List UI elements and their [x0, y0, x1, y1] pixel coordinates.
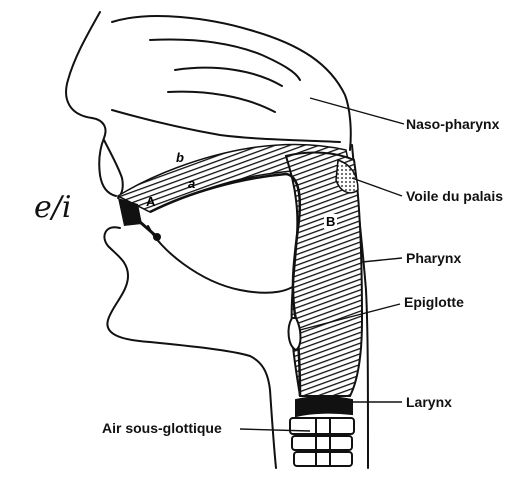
- nasal-turbinate-3: [168, 92, 275, 112]
- nose-outline: [66, 12, 116, 196]
- label-voile-du-palais: Voile du palais: [406, 188, 503, 204]
- label-larynx: Larynx: [406, 394, 452, 410]
- nasal-turbinate-1: [150, 40, 300, 80]
- tongue-tip-end: [153, 233, 161, 241]
- tongue-front: [148, 226, 300, 293]
- marker-B: B: [324, 214, 337, 229]
- marker-b: b: [176, 150, 184, 165]
- throat-front: [250, 356, 276, 468]
- label-air-sous-glottique: Air sous-glottique: [102, 420, 222, 436]
- nasal-turbinate-2: [175, 68, 282, 86]
- nasal-floor: [112, 110, 340, 142]
- epiglottis: [289, 318, 301, 350]
- vowel-label: e/i: [34, 190, 71, 225]
- label-pharynx: Pharynx: [406, 250, 461, 266]
- tongue-tip: [140, 222, 156, 236]
- nasal-cavity-outline: [112, 16, 351, 150]
- label-epiglotte: Epiglotte: [404, 294, 464, 310]
- lower-lip: [104, 227, 250, 356]
- label-naso-pharynx: Naso-pharynx: [406, 116, 499, 132]
- marker-a: a: [188, 176, 195, 191]
- marker-A: A: [146, 194, 155, 209]
- larynx-rings: [290, 397, 354, 466]
